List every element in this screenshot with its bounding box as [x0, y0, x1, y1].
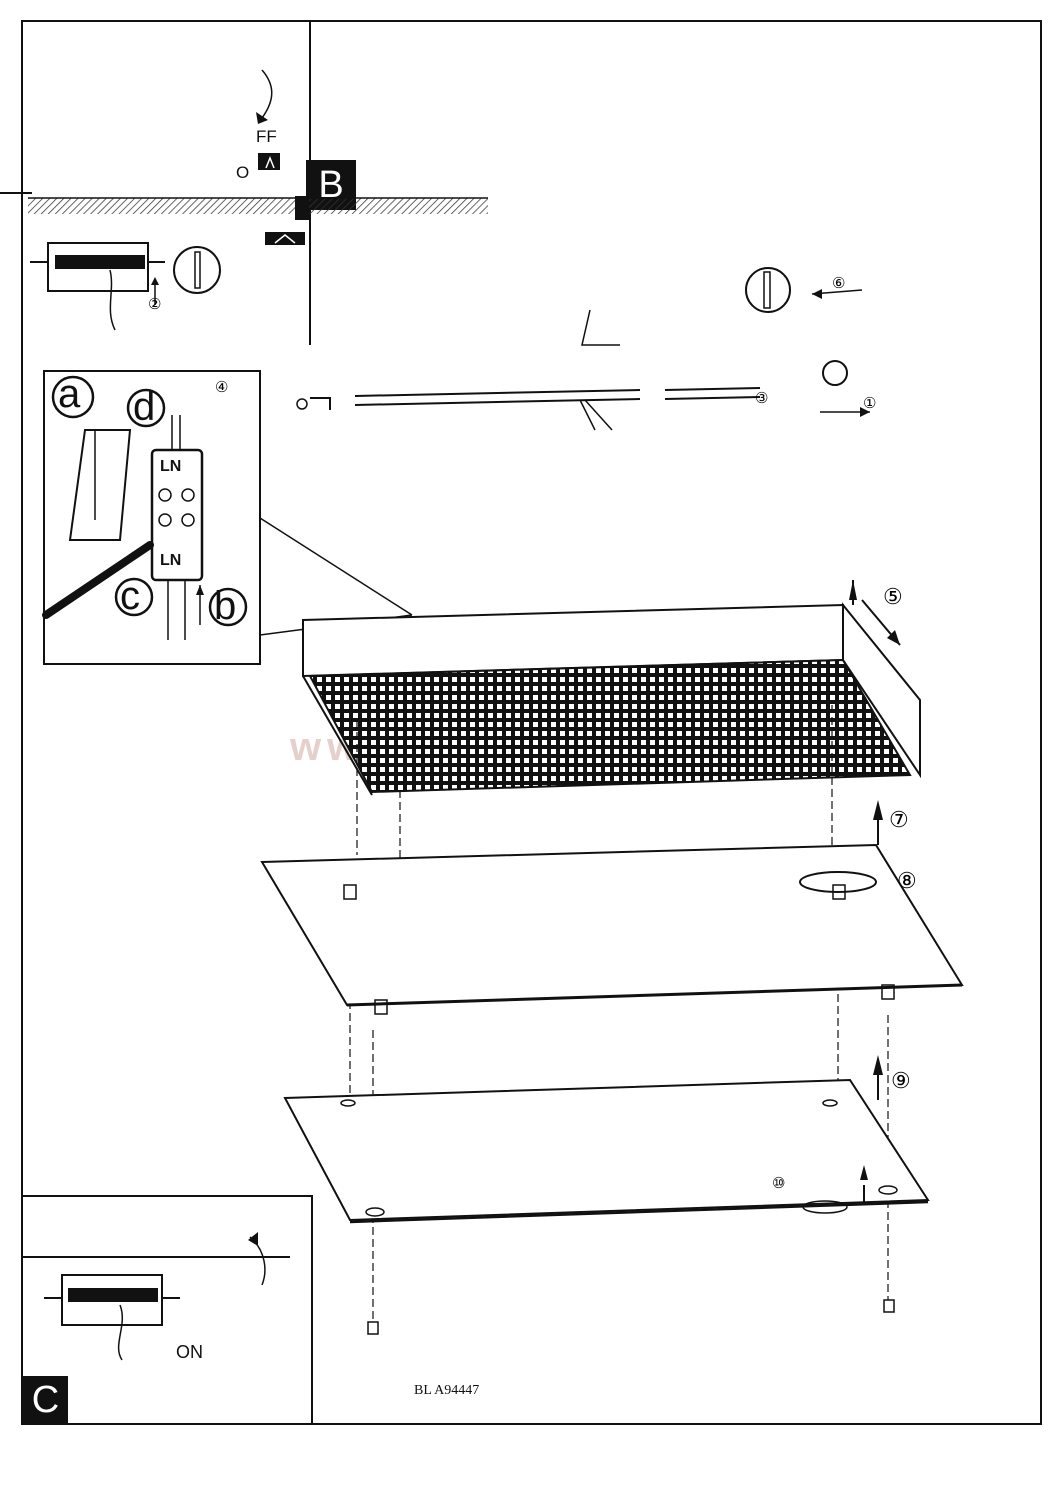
step-markers: ② ④ ③ ① ⑥ ⑤ ⑦ ⑧ ⑨ ⑩	[148, 276, 917, 1192]
switch-off-label: FF	[256, 127, 277, 146]
step-3-label: ③	[755, 391, 768, 407]
diffuser-plate-upper	[260, 800, 964, 1015]
panel-power-on	[21, 1195, 313, 1425]
lamp-housing	[302, 580, 921, 796]
terminal-top-label: LN	[160, 458, 182, 475]
page-frame	[21, 20, 1042, 1425]
diffuser-plate-lower	[283, 1055, 930, 1335]
terminal-bottom-label: LN	[160, 552, 182, 569]
step-4-label: ④	[215, 380, 228, 396]
step-8-label: ⑧	[897, 868, 917, 893]
guide-lines	[349, 705, 889, 1320]
inset-letter-c: c	[120, 574, 140, 618]
breaker-block-on-icon	[21, 1232, 290, 1361]
step-10-label: ⑩	[772, 1176, 785, 1192]
connector-detail	[42, 375, 413, 640]
switch-indicator-label: O	[236, 163, 250, 182]
document-code: BL A94447	[414, 1383, 480, 1398]
inset-letter-a: a	[58, 372, 81, 416]
step-5-label: ⑤	[883, 584, 903, 609]
switch-icon	[256, 69, 309, 245]
step-1-label: ①	[863, 396, 876, 412]
inset-letter-d: d	[133, 385, 156, 429]
step-2-label: ②	[148, 297, 161, 313]
step-9-label: ⑨	[891, 1068, 911, 1093]
switch-on-label: ON	[176, 1342, 203, 1362]
step-6-label: ⑥	[832, 276, 845, 292]
mounting-rail	[296, 267, 870, 431]
ceiling-hatch	[0, 192, 488, 214]
panel-label-c: C	[23, 1376, 68, 1424]
step-7-label: ⑦	[889, 807, 909, 832]
breaker-block-icon	[30, 242, 221, 331]
inset-letter-b: b	[214, 584, 237, 628]
